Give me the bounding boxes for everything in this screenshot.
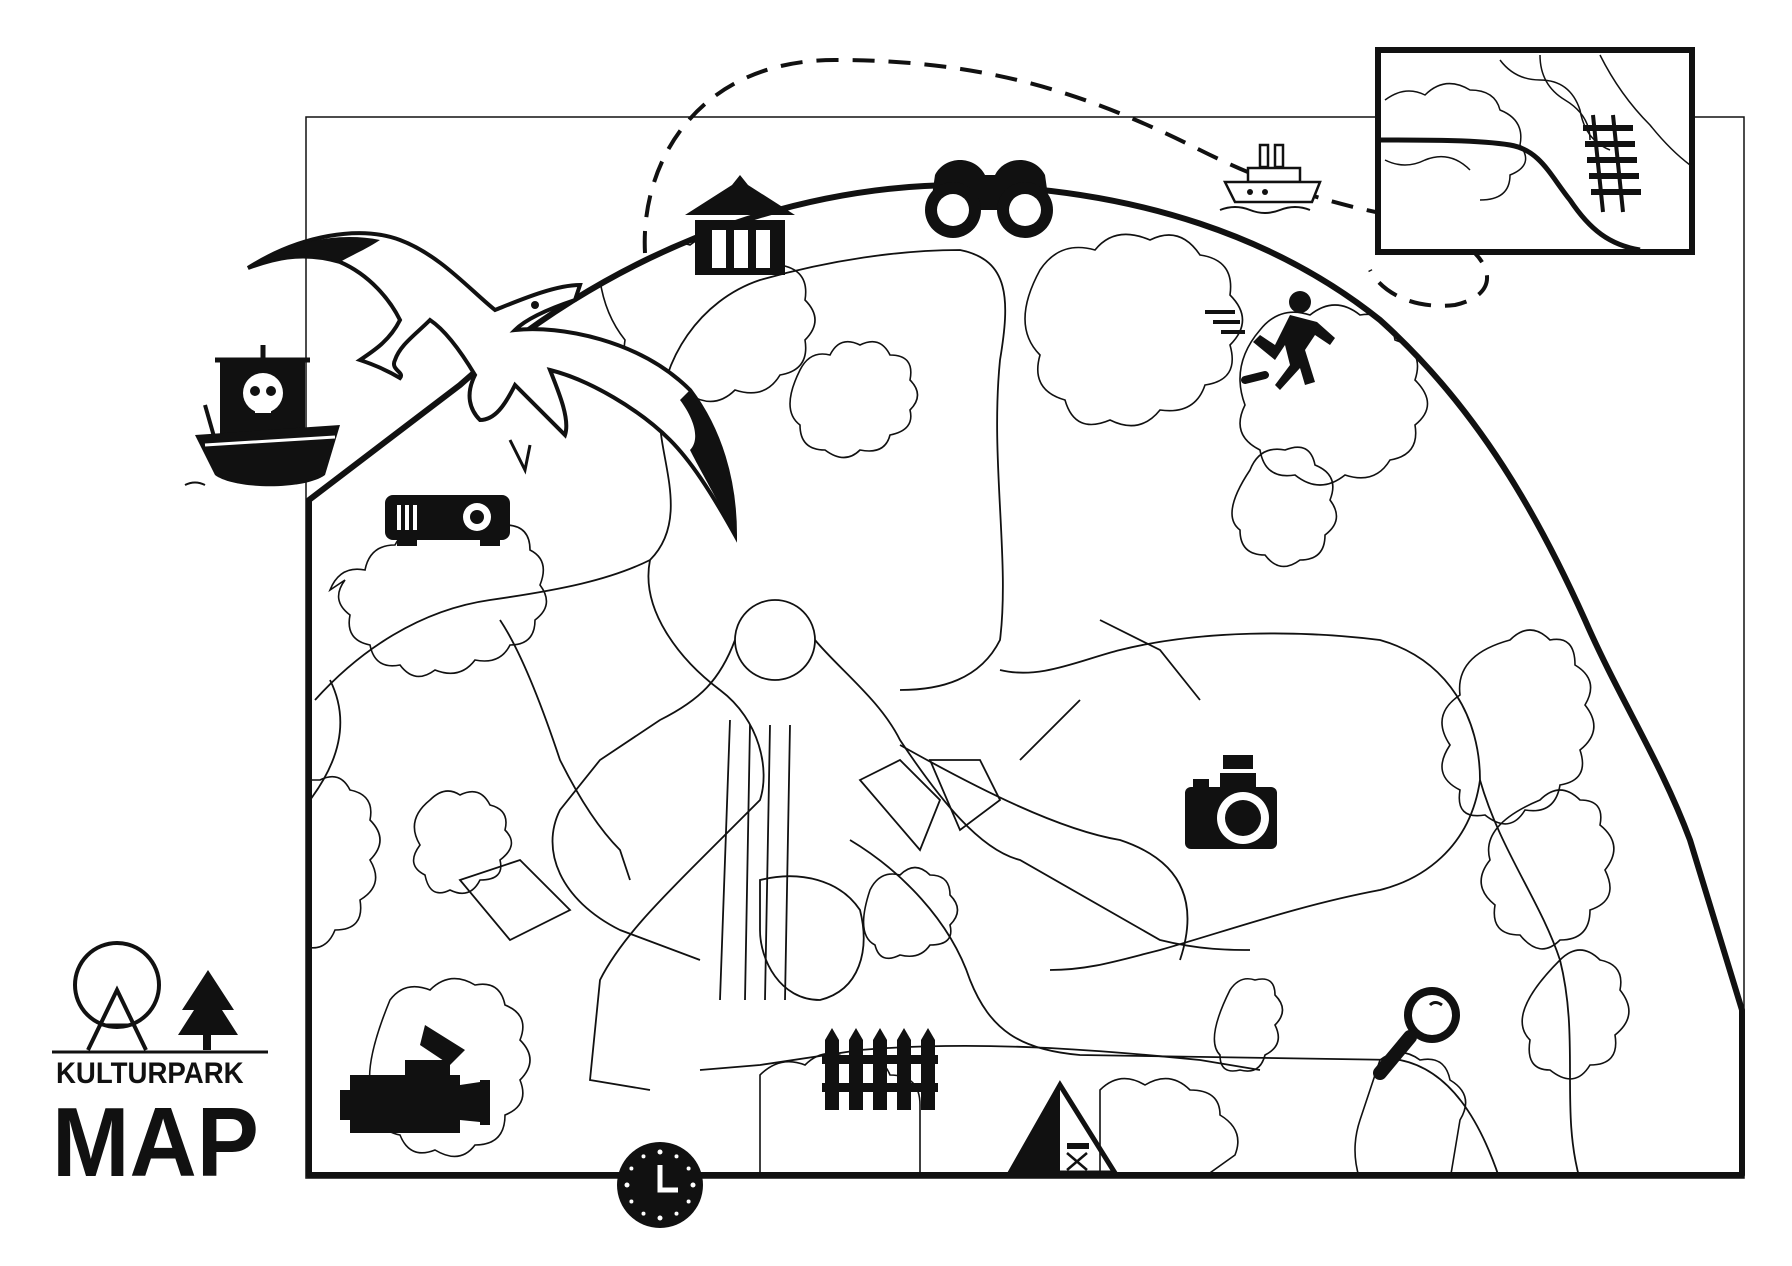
tree-cluster — [1239, 304, 1429, 486]
tree-cluster — [312, 775, 381, 949]
walkway — [1479, 779, 1581, 1178]
tree-cluster — [1213, 977, 1284, 1072]
walkway — [499, 619, 631, 881]
tree-cluster — [759, 1052, 921, 1178]
clock-icon — [617, 1142, 703, 1228]
tree-cluster — [1231, 446, 1338, 568]
logo-title-line2: MAP — [52, 1087, 259, 1197]
walkway — [759, 875, 865, 1001]
walkway — [719, 719, 791, 1001]
fence-icon — [822, 1028, 938, 1110]
roundabout — [734, 599, 816, 681]
gazebo-icon — [685, 175, 795, 275]
camera-icon — [1185, 755, 1277, 849]
tree-cluster — [789, 340, 919, 459]
walkway — [849, 839, 1501, 1178]
tree-cluster — [1024, 233, 1244, 427]
tree-cluster — [1521, 949, 1630, 1080]
steamboat-icon — [1219, 143, 1322, 214]
ferris-wheel-icon — [73, 941, 161, 1051]
logo-title-line1: KULTURPARK — [56, 1057, 244, 1090]
walkway — [928, 759, 1002, 832]
walkway — [312, 679, 342, 801]
walkway — [858, 758, 942, 852]
inset-map — [1375, 47, 1695, 255]
projector-icon — [385, 495, 510, 546]
pirate-ship-icon — [184, 345, 340, 487]
walkway — [999, 632, 1481, 971]
walkway — [589, 559, 765, 1091]
tree-cluster — [412, 790, 513, 895]
walkway — [814, 639, 1251, 951]
tree-cluster — [1480, 789, 1615, 950]
walkway — [899, 744, 1189, 961]
logo-graphic — [52, 941, 268, 1054]
tree-cluster — [1441, 629, 1595, 825]
tree-cluster — [1354, 1051, 1467, 1178]
walkway — [314, 249, 1007, 701]
park-area — [312, 233, 1630, 1178]
walkway — [551, 639, 736, 961]
seagull-icon — [246, 231, 738, 543]
logo: KULTURPARK MAP — [52, 945, 272, 1192]
tree-cluster — [862, 866, 959, 960]
tent-icon — [1005, 1080, 1120, 1176]
binoculars-icon — [925, 160, 1053, 238]
walkway — [458, 858, 572, 942]
tree-cluster — [1099, 1077, 1239, 1178]
pine-tree-icon — [178, 970, 238, 1050]
railway-track-icon — [1583, 114, 1641, 213]
video-camera-icon — [340, 1025, 490, 1133]
running-person-icon — [1205, 291, 1335, 390]
walkway — [699, 1044, 1261, 1071]
magnifier-icon — [1373, 987, 1460, 1080]
walkway — [1019, 619, 1201, 761]
